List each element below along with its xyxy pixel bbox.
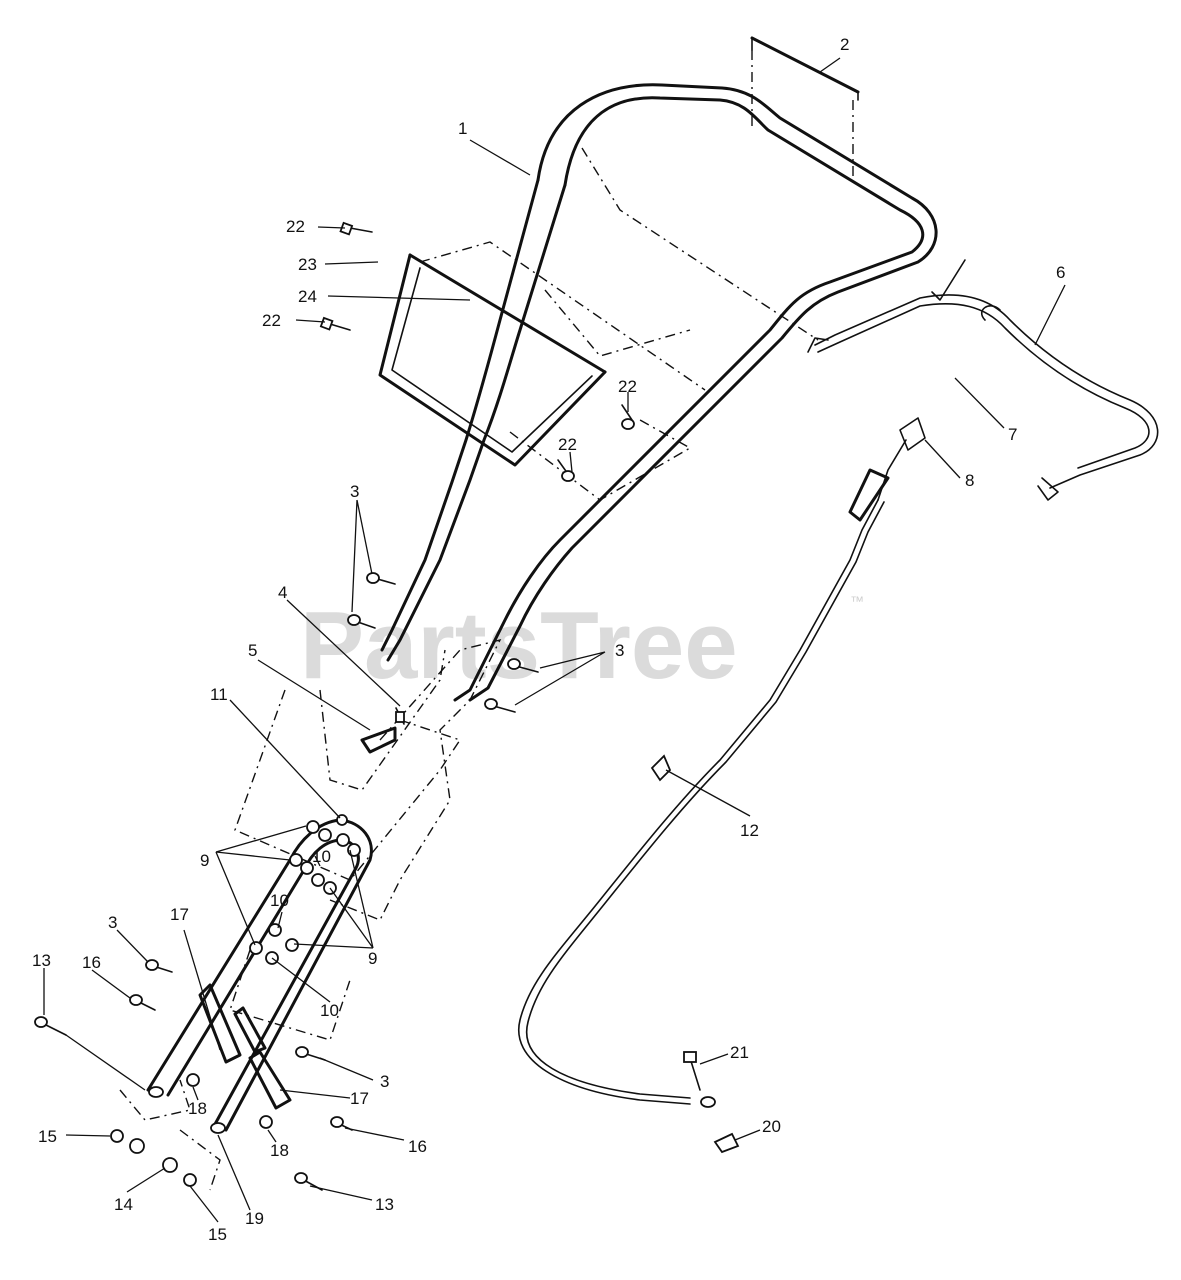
- handle-rail-part: [750, 36, 860, 180]
- callout-17b: 17: [350, 1089, 369, 1108]
- callout-22a: 22: [286, 217, 305, 236]
- callout-18a: 18: [188, 1099, 207, 1118]
- callout-3b: 3: [615, 641, 624, 660]
- callout-21: 21: [730, 1043, 749, 1062]
- bracket-right: [248, 1050, 292, 1110]
- callout-3c: 3: [108, 913, 117, 932]
- callout-1: 1: [458, 119, 467, 138]
- panel-part: [378, 241, 706, 501]
- callout-11: 11: [210, 685, 228, 704]
- upper-handle: [380, 83, 938, 702]
- bracket-mid: [233, 1006, 267, 1054]
- callout-17a: 17: [170, 905, 189, 924]
- callout-22c: 22: [618, 377, 637, 396]
- callout-10b: 10: [270, 891, 289, 910]
- callout-4: 4: [278, 583, 287, 602]
- callout-9a: 9: [200, 851, 209, 870]
- callout-labels: 1 2 3 3 3 3 4 5 6 7 8 9 9 10 10 10 11 12…: [32, 35, 1065, 1244]
- callout-15b: 15: [208, 1225, 227, 1244]
- cables: [517, 259, 1159, 1105]
- callout-15a: 15: [38, 1127, 57, 1146]
- leader-lines: [43, 57, 1066, 1223]
- callout-13b: 13: [375, 1195, 394, 1214]
- watermark-trademark: ™: [850, 593, 864, 609]
- callout-3a: 3: [350, 482, 359, 501]
- bracket-left: [198, 983, 242, 1064]
- callout-16b: 16: [408, 1137, 427, 1156]
- callout-24: 24: [298, 287, 317, 306]
- callout-13a: 13: [32, 951, 51, 970]
- callout-10a: 10: [312, 847, 331, 866]
- callout-14: 14: [114, 1195, 133, 1214]
- bracket-5: [360, 726, 397, 754]
- callout-10c: 10: [320, 1001, 339, 1020]
- callout-7: 7: [1008, 425, 1017, 444]
- callout-12: 12: [740, 821, 759, 840]
- callout-23: 23: [298, 255, 317, 274]
- callout-16a: 16: [82, 953, 101, 972]
- callout-18b: 18: [270, 1141, 289, 1160]
- watermark-text: PartsTree: [300, 592, 738, 699]
- callout-3d: 3: [380, 1072, 389, 1091]
- hardware: [34, 221, 740, 1191]
- callout-22b: 22: [262, 311, 281, 330]
- callout-19: 19: [245, 1209, 264, 1228]
- callout-6: 6: [1056, 263, 1065, 282]
- callout-22d: 22: [558, 435, 577, 454]
- callout-9b: 9: [368, 949, 377, 968]
- callout-2: 2: [840, 35, 849, 54]
- callout-8: 8: [965, 471, 974, 490]
- callout-5: 5: [248, 641, 257, 660]
- callout-20: 20: [762, 1117, 781, 1136]
